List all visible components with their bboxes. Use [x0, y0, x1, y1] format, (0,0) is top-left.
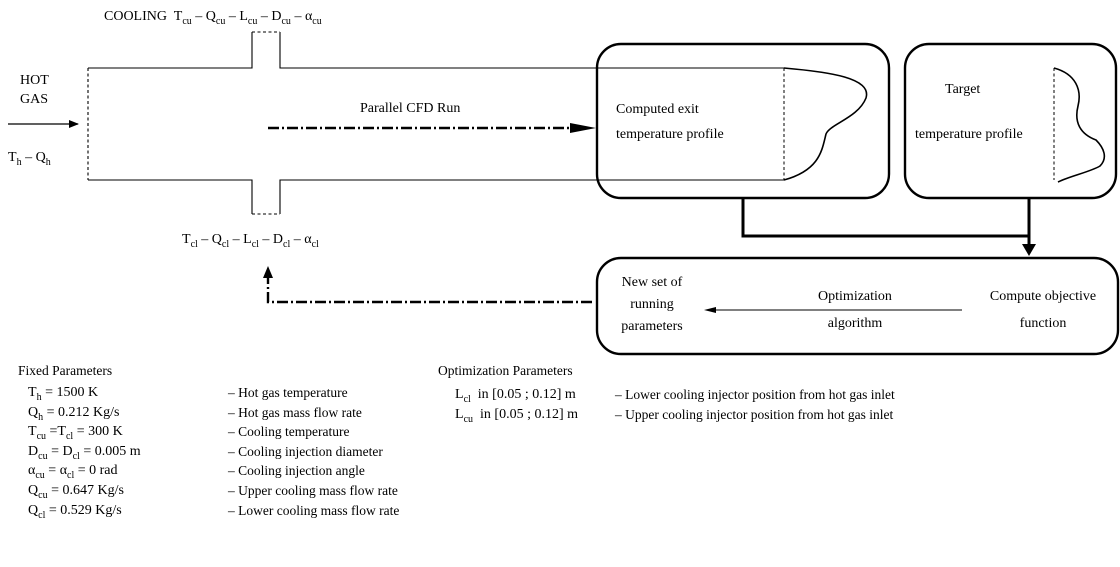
- fixed-parameter-value: Tcu =Tcl = 300 K: [28, 424, 123, 443]
- optimization-parameters-heading: Optimization Parameters: [438, 363, 573, 378]
- hot-gas-label-line1: HOT: [20, 73, 49, 88]
- optimization-parameter-descriptions: – Lower cooling injector position from h…: [615, 388, 895, 427]
- upper-cooling-label: COOLING Tcu – Qcu – Lcu – Dcu – αcu: [104, 9, 322, 27]
- optimization-parameter-value: Lcl in [0.05 ; 0.12] m: [455, 387, 576, 405]
- parallel-cfd-label: Parallel CFD Run: [360, 101, 461, 116]
- target-profile-label-line1: Target: [945, 82, 981, 97]
- combustor-duct: [87, 31, 785, 215]
- optimization-algorithm-line2: algorithm: [827, 316, 883, 331]
- fixed-parameter-value: Qcu = 0.647 Kg/s: [28, 482, 124, 501]
- fixed-parameters-heading: Fixed Parameters: [18, 363, 113, 378]
- fixed-parameter-value: Qcl = 0.529 Kg/s: [28, 502, 122, 521]
- fixed-parameter-description: – Cooling injection angle: [228, 463, 365, 479]
- fixed-parameter-description: – Upper cooling mass flow rate: [228, 482, 398, 498]
- target-profile-label-line2: temperature profile: [915, 127, 1023, 142]
- feedback-arrow: [263, 266, 592, 304]
- new-set-label-line3: parameters: [621, 319, 683, 334]
- computed-profile-label-line2: temperature profile: [616, 127, 724, 142]
- target-profile-box: [903, 42, 1118, 200]
- parallel-cfd-arrow: [268, 123, 596, 133]
- computed-profile-box: [595, 42, 891, 200]
- fixed-parameter-description: – Hot gas mass flow rate: [228, 404, 362, 420]
- optimization-parameter-description: – Lower cooling injector position from h…: [615, 387, 895, 402]
- optimization-algorithm-line1: Optimization: [818, 289, 892, 304]
- computed-profile-label-line1: Computed exit: [616, 102, 699, 117]
- optimization-parameter-value: Lcu in [0.05 ; 0.12] m: [455, 406, 579, 425]
- fixed-parameter-descriptions: – Hot gas temperature – Hot gas mass flow…: [228, 386, 399, 523]
- hot-gas-parameters: Th – Qh: [8, 150, 51, 168]
- new-set-label-line1: New set of: [621, 275, 683, 290]
- compute-objective-line1: Compute objective: [989, 289, 1097, 304]
- fixed-parameter-value: Th = 1500 K: [28, 385, 99, 403]
- compute-objective-line2: function: [1019, 316, 1067, 331]
- fixed-parameter-value: Qh = 0.212 Kg/s: [28, 404, 120, 423]
- target-profile-curve: [1053, 67, 1106, 183]
- lower-cooling-label: Tcl – Qcl – Lcl – Dcl – αcl: [182, 232, 319, 250]
- fixed-parameter-value: Dcu = Dcl = 0.005 m: [28, 443, 141, 462]
- fixed-parameter-description: – Cooling temperature: [228, 424, 350, 440]
- optimization-parameter-description: – Upper cooling injector position from h…: [615, 406, 894, 422]
- fixed-parameter-description: – Hot gas temperature: [228, 385, 348, 400]
- fixed-parameter-description: – Lower cooling mass flow rate: [228, 502, 400, 518]
- fixed-parameter-value: αcu = αcl = 0 rad: [28, 463, 118, 482]
- fixed-parameter-description: – Cooling injection diameter: [228, 443, 383, 459]
- computed-profile-curve: [783, 67, 868, 181]
- objective-connectors: [741, 198, 1036, 256]
- optimization-flow-arrow: [704, 307, 962, 313]
- hot-gas-label-line2: GAS: [20, 92, 49, 107]
- new-set-label-line2: running: [630, 297, 674, 312]
- optimization-box: [595, 256, 1120, 356]
